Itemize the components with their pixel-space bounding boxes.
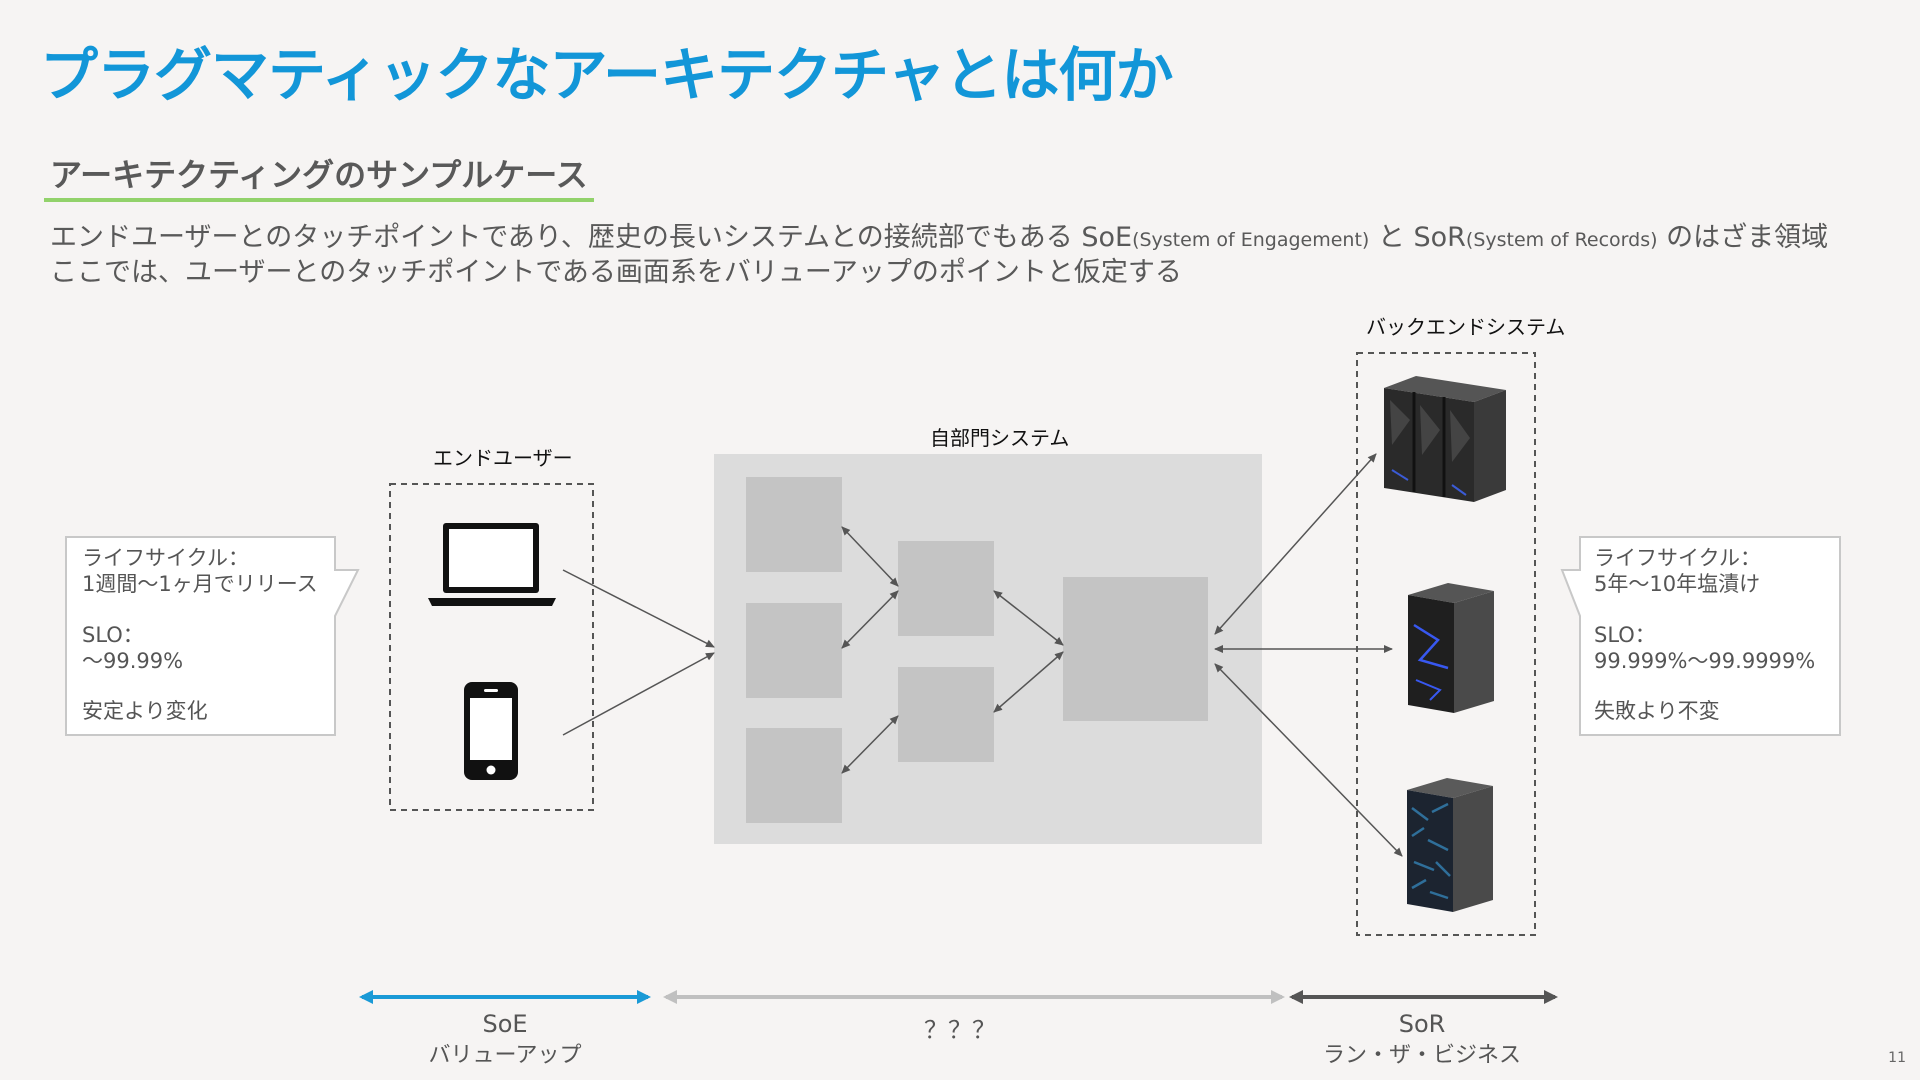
soe-subtitle: バリューアップ [428,1043,582,1068]
page-number: 11 [1888,1050,1906,1066]
right-lifecycle-value: 5年～10年塩漬け [1594,572,1761,596]
arrow-c-server3 [1214,663,1403,857]
arrow-laptop-dept [562,569,715,648]
smartphone-icon [464,682,518,780]
arrow-b2-c [993,651,1064,713]
component-a3 [746,728,842,823]
right-slo-value: 99.999%～99.9999% [1594,649,1816,673]
left-lifecycle-value: 1週間～1ヶ月でリリース [82,572,318,596]
component-c [1063,577,1208,721]
description-mid: と SoR [1369,222,1466,253]
soe-title: SoE [482,1010,528,1038]
component-b1 [898,541,994,636]
server-blue-icon [1408,583,1494,713]
component-b2 [898,667,994,762]
arrow-a1-b1 [841,526,899,587]
section-subtitle: アーキテクティングのサンプルケース [50,156,588,194]
sor-title: SoR [1398,1010,1446,1038]
sor-expansion: (System of Records) [1465,229,1658,251]
left-callout [65,536,360,736]
right-slo-label: SLO： [1594,623,1656,647]
left-motto: 安定より変化 [82,699,208,723]
arrow-b1-c [993,590,1064,646]
server-rack-icon [1384,376,1506,502]
backend-system-label: バックエンドシステム [1366,315,1566,339]
right-callout [1560,536,1841,736]
right-lifecycle-label: ライフサイクル： [1594,546,1761,570]
end-user-label: エンドユーザー [433,446,573,470]
description-end: のはざま領域 [1657,222,1829,253]
left-slo-value: ～99.99% [82,649,184,673]
server-pattern-icon [1407,778,1493,912]
arrow-a3-b2 [841,715,899,774]
soe-expansion: (System of Engagement) [1132,229,1370,251]
arrow-c-server1 [1214,453,1377,635]
end-user-box [389,483,594,811]
description-line-1: エンドユーザーとのタッチポイントであり、歴史の長いシステムとの接続部でもある S… [50,215,1828,254]
arrow-a2-b1 [841,590,899,649]
right-motto: 失敗より不変 [1594,699,1720,723]
left-lifecycle-label: ライフサイクル： [82,546,249,570]
left-slo-label: SLO： [82,623,144,647]
component-a1 [746,477,842,572]
sor-subtitle: ラン・ザ・ビジネス [1322,1043,1521,1068]
component-a2 [746,603,842,698]
backend-box [1356,352,1536,936]
middle-title: ？？？ [924,1016,996,1044]
page-title: プラグマティックなアーキテクチャとは何か [40,41,1173,109]
subtitle-underline [44,198,594,202]
arrow-phone-dept [562,652,715,736]
description-line-2: ここでは、ユーザーとのタッチポイントである画面系をバリューアップのポイントと仮定… [50,257,1182,288]
department-system-label: 自部門システム [930,426,1070,450]
description-main: エンドユーザーとのタッチポイントであり、歴史の長いシステムとの接続部でもある S… [50,222,1133,253]
laptop-icon [428,523,556,606]
